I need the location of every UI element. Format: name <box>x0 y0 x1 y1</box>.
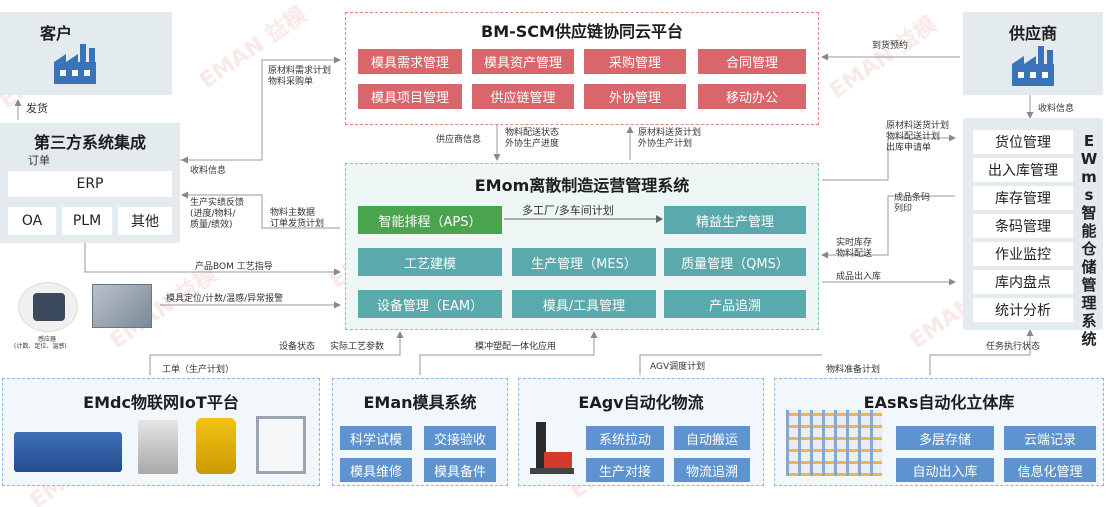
easrs-title: EAsRs自动化立体库 <box>863 393 1015 412</box>
label-raw-delivery: 原材料送货计划外协生产计划 <box>638 128 702 149</box>
ewms-item[interactable]: 出入库管理 <box>973 158 1073 182</box>
label-feedback: 生产实绩反馈(进度/物料/质量/绩效) <box>190 198 245 230</box>
eagv-item[interactable]: 自动搬运 <box>674 426 750 450</box>
label-material-prep: 物料准备计划 <box>826 365 881 375</box>
easrs-item[interactable]: 信息化管理 <box>1004 458 1096 482</box>
third-party-title: 第三方系统集成 <box>33 133 146 152</box>
label-wms-in: 原材料送货计划物料配送计划出库申请单 <box>886 121 950 153</box>
other-box[interactable]: 其他 <box>118 207 172 235</box>
aps-box[interactable]: 智能排程（APS） <box>358 206 502 234</box>
eman-item[interactable]: 交接验收 <box>424 426 496 450</box>
emdc-title: EMdc物联网IoT平台 <box>83 393 239 412</box>
warehouse-rack-image <box>786 410 882 476</box>
eman-title: EMan模具系统 <box>363 393 477 412</box>
factory-icon <box>1012 46 1054 86</box>
plm-box[interactable]: PLM <box>62 207 112 235</box>
label-raw-demand: 原材料需求计划物料采购单 <box>268 66 332 87</box>
third-party-panel: 第三方系统集成 订单 ERP OA PLM 其他 <box>0 123 180 243</box>
label-material-status: 物料配送状态外协生产进度 <box>505 128 560 149</box>
easrs-item[interactable]: 自动出入库 <box>896 458 994 482</box>
label-receive-info-left: 收料信息 <box>190 166 227 176</box>
ewms-item[interactable]: 作业监控 <box>973 242 1073 266</box>
label-master: 物料主数据订单发货计划 <box>270 208 325 229</box>
label-process-params: 实际工艺参数 <box>330 342 385 352</box>
agv-forklift-image <box>530 422 574 478</box>
sensor-caption: (计数、定位、温感) <box>14 343 67 350</box>
factory-icon <box>54 44 96 84</box>
supplier-panel: 供应商 <box>963 12 1103 95</box>
label-task-status: 任务执行状态 <box>986 342 1041 352</box>
label-arrival: 到货预约 <box>872 41 909 51</box>
easrs-item[interactable]: 云端记录 <box>1004 426 1096 450</box>
scm-item[interactable]: 模具资产管理 <box>472 49 574 74</box>
cmm-machine-image <box>256 416 306 474</box>
label-delivery: 发货 <box>26 102 48 115</box>
label-realtime: 实时库存物料配送 <box>836 238 873 259</box>
eman-item[interactable]: 模具维修 <box>340 458 412 482</box>
ewms-item[interactable]: 统计分析 <box>973 298 1073 322</box>
eagv-item[interactable]: 生产对接 <box>586 458 664 482</box>
process-box[interactable]: 工艺建模 <box>358 248 502 276</box>
robot-arm-image <box>196 418 236 474</box>
sensor-name: 感应器 <box>38 336 57 343</box>
mould-image <box>92 284 152 328</box>
eagv-item[interactable]: 系统拉动 <box>586 426 664 450</box>
label-supplier-info: 供应商信息 <box>436 135 482 145</box>
scm-item[interactable]: 供应链管理 <box>472 84 574 109</box>
label-mould-injection: 模冲塑配一体化应用 <box>475 342 557 352</box>
eam-box[interactable]: 设备管理（EAM） <box>358 290 502 318</box>
supplier-title: 供应商 <box>1008 24 1057 43</box>
trace-box[interactable]: 产品追溯 <box>664 290 806 318</box>
eagv-title: EAgv自动化物流 <box>578 393 704 412</box>
ewms-title: EWms智能仓储管理系统 <box>1080 132 1098 348</box>
mould-box[interactable]: 模具/工具管理 <box>512 290 656 318</box>
scm-item[interactable]: 移动办公 <box>698 84 806 109</box>
label-agv-plan: AGV调度计划 <box>650 362 706 372</box>
label-order: 订单 <box>28 154 50 167</box>
label-device-status: 设备状态 <box>279 342 316 352</box>
eman-item[interactable]: 模具备件 <box>424 458 496 482</box>
eman-item[interactable]: 科学试模 <box>340 426 412 450</box>
oa-box[interactable]: OA <box>8 207 56 235</box>
label-mould-pos: 模具定位/计数/温感/异常报警 <box>166 294 284 304</box>
label-aps-arrow: 多工厂/多车间计划 <box>522 204 614 217</box>
label-barcode: 成品条码列印 <box>894 193 931 214</box>
ewms-item[interactable]: 库内盘点 <box>973 270 1073 294</box>
label-receive-info-right: 收料信息 <box>1038 104 1075 114</box>
ewms-item[interactable]: 货位管理 <box>973 130 1073 154</box>
customer-title: 客户 <box>40 24 73 43</box>
erp-box[interactable]: ERP <box>8 171 172 197</box>
lean-box[interactable]: 精益生产管理 <box>664 206 806 234</box>
scm-item[interactable]: 外协管理 <box>584 84 686 109</box>
label-finished-io: 成品出入库 <box>836 272 882 282</box>
qms-box[interactable]: 质量管理（QMS） <box>664 248 806 276</box>
injection-machine-image <box>14 432 122 472</box>
emom-title: EMom离散制造运营管理系统 <box>474 176 690 195</box>
scm-title: BM-SCM供应链协同云平台 <box>481 22 683 41</box>
mes-box[interactable]: 生产管理（MES） <box>512 248 656 276</box>
scm-item[interactable]: 模具需求管理 <box>358 49 462 74</box>
sensor-image <box>18 282 78 332</box>
scm-item[interactable]: 合同管理 <box>698 49 806 74</box>
eagv-item[interactable]: 物流追溯 <box>674 458 750 482</box>
sensor-device-icon <box>33 293 65 321</box>
label-bom: 产品BOM 工艺指导 <box>195 262 273 272</box>
scm-item[interactable]: 模具项目管理 <box>358 84 462 109</box>
press-machine-image <box>138 420 178 474</box>
scm-item[interactable]: 采购管理 <box>584 49 686 74</box>
ewms-item[interactable]: 条码管理 <box>973 214 1073 238</box>
arrow-right-icon <box>504 215 663 223</box>
easrs-item[interactable]: 多层存储 <box>896 426 994 450</box>
label-work-order: 工单（生产计划） <box>162 365 235 375</box>
customer-panel: 客户 <box>0 12 172 95</box>
ewms-item[interactable]: 库存管理 <box>973 186 1073 210</box>
